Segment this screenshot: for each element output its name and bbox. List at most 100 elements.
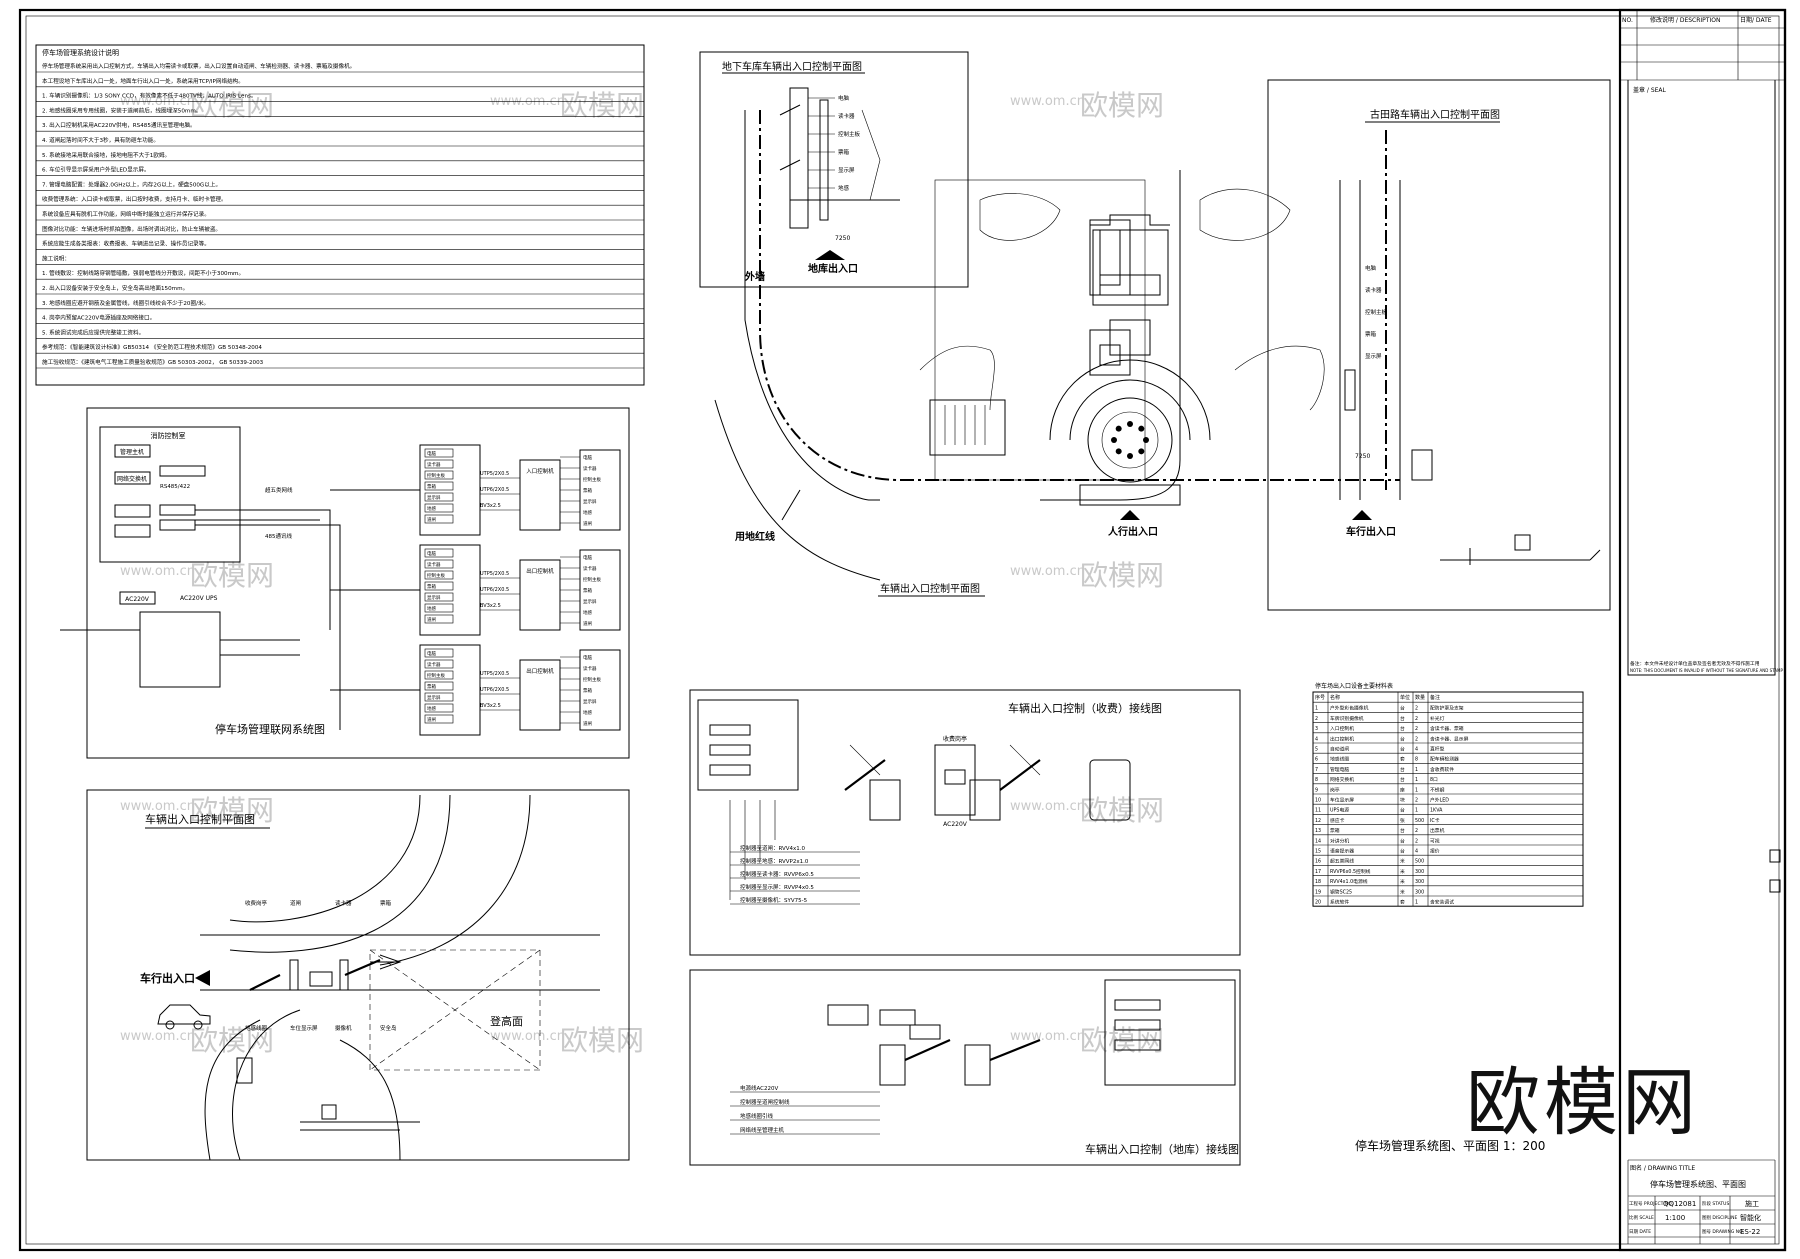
table-cell: 对讲分机 xyxy=(1330,837,1349,844)
lane-item-box xyxy=(424,548,454,558)
lane-equip-label: 读卡器 xyxy=(583,665,597,672)
hdr-no: NO. xyxy=(1622,17,1633,24)
landscape-4 xyxy=(1199,188,1291,241)
notes-line: 1. 车辆识别摄像机：1/3 SONY CCD，有效像素不低于480TV线，AU… xyxy=(42,92,257,100)
notes-frame xyxy=(35,44,645,386)
table-cell: 2 xyxy=(1415,838,1418,844)
cable-network-label: 超五类网线 xyxy=(265,486,293,494)
drawing-title-label: 图名 / DRAWING TITLE xyxy=(1630,1164,1695,1172)
table-cell: 2 xyxy=(1415,726,1418,732)
control-room-box xyxy=(99,426,241,563)
wb-legend-box xyxy=(1104,979,1236,1086)
table-cell: 系统软件 xyxy=(1330,899,1349,906)
status: 施工 xyxy=(1745,1199,1759,1208)
lane-item-box xyxy=(424,459,454,469)
site-device-label: 读卡器 xyxy=(1365,286,1382,294)
notes-line: 停车场管理系统采用出入口控制方式，车辆出入均需读卡或取票，出入口设置自动道闸、车… xyxy=(42,62,355,70)
site-device-label: 票箱 xyxy=(1365,330,1377,338)
lane-item-label: 读卡器 xyxy=(427,461,441,468)
table-cell: 20 xyxy=(1315,900,1321,906)
site-title: 车辆出入口控制平面图 xyxy=(880,582,980,595)
fountain-dot xyxy=(1143,437,1149,443)
table-cell: 台 xyxy=(1400,725,1405,732)
lane-cable-label: BV3x2.5 xyxy=(480,503,501,509)
converter-box xyxy=(159,465,206,477)
fee-legend-b xyxy=(709,744,751,756)
scale-label: 比例 SCALE xyxy=(1629,1214,1654,1221)
lane-equip-label: 控制主板 xyxy=(583,576,601,583)
project-no: QQ12081 xyxy=(1663,1200,1696,1208)
project-no-label: 工程号 PROJECT NO. xyxy=(1629,1200,1673,1207)
pedestrian-gate xyxy=(1079,484,1181,506)
booth-ground xyxy=(300,1121,420,1131)
table-cell: 车位显示屏 xyxy=(1330,797,1354,804)
table-cell: 户外型彩色摄像机 xyxy=(1330,705,1369,712)
watermark-text: 欧模网 xyxy=(190,794,274,827)
table-cell: 300 xyxy=(1415,869,1424,875)
small-plan-label: 道闸 xyxy=(290,899,301,907)
equipment-table-title: 停车场出入口设备主要材料表 xyxy=(1315,682,1393,690)
fee-barriers xyxy=(844,759,1041,791)
fee-camera-poles xyxy=(849,744,1041,776)
fee-power: AC220V xyxy=(943,821,968,828)
lane-item-box xyxy=(424,570,454,580)
notes-line: 3. 地感线圈应避开钢筋及金属管线，线圈引线绞合不少于20圈/米。 xyxy=(42,299,209,307)
sheet-caption: 停车场管理系统图、平面图 1：200 xyxy=(1355,1138,1545,1153)
power-box xyxy=(139,611,221,688)
lane-cable-label: UTP6/2X0.5 xyxy=(480,587,509,593)
watermark-url: www.om.cn xyxy=(1010,799,1085,814)
wb-note: 网络线至管理主机 xyxy=(740,1126,785,1134)
lane-item-label: 电脑 xyxy=(427,650,436,657)
small-plan-label: 收费岗亭 xyxy=(245,899,268,907)
lane-name: 出口控制机 xyxy=(526,667,554,675)
discipline: 智能化 xyxy=(1740,1213,1761,1222)
status-label: 阶段 STATUS xyxy=(1702,1200,1729,1207)
basement-label: 控制主板 xyxy=(838,130,861,138)
lane-item-label: 读卡器 xyxy=(427,561,441,568)
table-cell: 报价 xyxy=(1430,848,1440,855)
notes-heading: 停车场管理系统设计说明 xyxy=(42,48,119,57)
wb-barriers xyxy=(904,1038,1041,1062)
table-cell: 网络交换机 xyxy=(1330,776,1354,783)
table-cell: 自动道闸 xyxy=(1330,746,1349,753)
wiring-basement-frame xyxy=(689,969,1241,1166)
site-device-label: 显示屏 xyxy=(1365,353,1382,360)
lane-item-box xyxy=(424,559,454,569)
lane-item-label: 显示屏 xyxy=(427,695,441,701)
basement-dim: 7250 xyxy=(835,235,850,242)
wb-controller-1 xyxy=(879,1044,906,1086)
site-road-left xyxy=(744,110,880,501)
plaza-arc-mid xyxy=(1069,379,1191,441)
lane-item-label: 道闸 xyxy=(427,516,436,523)
basement-entrance-arrow-icon xyxy=(815,250,845,260)
lane-item-box xyxy=(424,714,454,724)
table-cell: IC卡 xyxy=(1430,817,1440,824)
table-cell: 直杆型 xyxy=(1430,746,1445,753)
lane-item-label: 票箱 xyxy=(427,683,436,690)
table-cell: 8 xyxy=(1415,757,1418,763)
plaza-pavilion xyxy=(1092,229,1169,306)
site-road-title: 古田路车辆出入口控制平面图 xyxy=(1370,108,1500,121)
high-area-cross xyxy=(369,949,541,1071)
table-cell: 含安装调试 xyxy=(1430,899,1454,906)
notes-line: 收费管理系统：入口读卡或取票，出口按时收费，支持月卡、临时卡管理。 xyxy=(42,195,227,203)
lane-controller-box xyxy=(519,459,561,531)
table-cell: 台 xyxy=(1400,848,1405,855)
notes-line: 系统应能生成各类报表：收费报表、车辆进出记录、操作员记录等。 xyxy=(42,240,210,248)
small-plan-label: 读卡器 xyxy=(335,899,352,907)
lane-controller-box xyxy=(519,659,561,731)
fee-pc-icon xyxy=(944,769,966,785)
fee-note: 控制器至显示屏：RVVP4x0.5 xyxy=(740,883,814,891)
table-cell: 1 xyxy=(1415,900,1418,906)
table-cell: 语音提示器 xyxy=(1330,848,1354,855)
table-cell: 含读卡器、票箱 xyxy=(1430,725,1464,732)
table-cell: 14 xyxy=(1315,838,1321,844)
fountain-dot xyxy=(1115,425,1122,432)
island-2 xyxy=(339,959,349,991)
fee-cable-risers xyxy=(729,800,776,900)
redline-leader xyxy=(781,489,801,521)
notes-line: 图像对比功能：车辆进场时抓拍图像，出场时调出对比，防止车辆被盗。 xyxy=(42,225,221,233)
lane-item-label: 控制主板 xyxy=(427,672,445,679)
